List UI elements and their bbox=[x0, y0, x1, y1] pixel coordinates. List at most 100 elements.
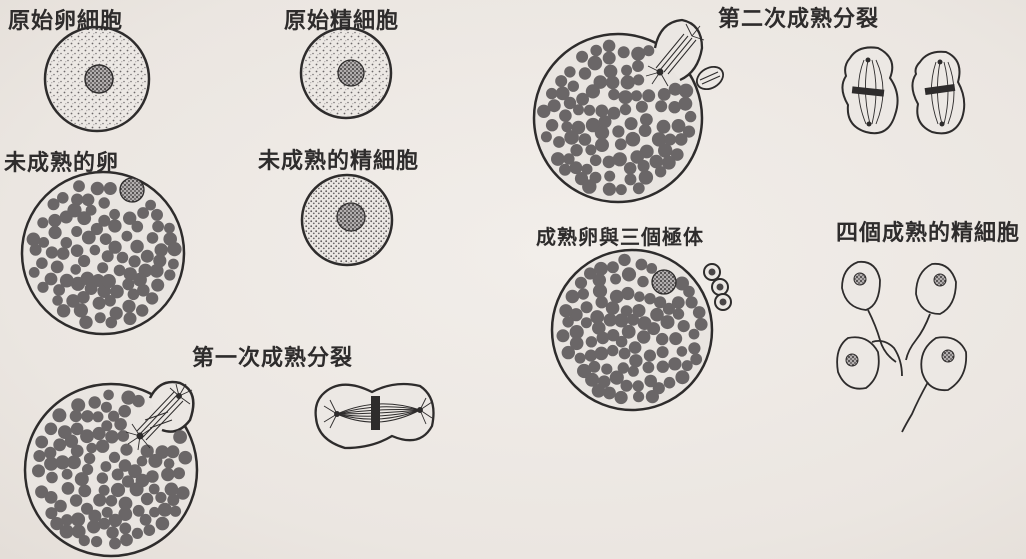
yolk-granule bbox=[559, 109, 572, 122]
yolk-granule bbox=[91, 223, 103, 235]
yolk-granule bbox=[564, 130, 579, 145]
yolk-granule bbox=[668, 357, 681, 370]
yolk-granule bbox=[45, 273, 58, 286]
yolk-granule bbox=[586, 336, 597, 347]
yolk-granule bbox=[102, 250, 114, 262]
secondary-spermatocyte-left bbox=[842, 47, 897, 133]
yolk-granule bbox=[650, 155, 664, 169]
yolk-granule bbox=[606, 76, 619, 89]
mature-egg bbox=[552, 250, 731, 410]
yolk-granule bbox=[167, 242, 181, 256]
yolk-granule bbox=[104, 182, 117, 195]
yolk-granule bbox=[578, 288, 589, 299]
immature-egg-cell bbox=[22, 172, 184, 334]
yolk-granule bbox=[546, 119, 558, 131]
yolk-granule bbox=[90, 245, 101, 256]
yolk-granule bbox=[615, 138, 627, 150]
yolk-granule bbox=[655, 100, 667, 112]
label-primary-oocyte: 原始卵細胞 bbox=[8, 10, 123, 32]
yolk-granule bbox=[93, 411, 104, 422]
yolk-granule bbox=[122, 300, 135, 313]
yolk-granule bbox=[661, 315, 675, 329]
yolk-granule bbox=[109, 209, 120, 220]
yolk-granule bbox=[596, 296, 608, 308]
yolk-granule bbox=[109, 514, 122, 527]
yolk-granule bbox=[662, 156, 676, 170]
yolk-granule bbox=[621, 75, 635, 89]
yolk-granule bbox=[675, 370, 689, 384]
yolk-granule bbox=[33, 450, 45, 462]
yolk-granule bbox=[613, 152, 627, 166]
yolk-granule bbox=[91, 536, 102, 547]
yolk-granule bbox=[106, 495, 118, 507]
yolk-granule bbox=[677, 346, 688, 357]
yolk-granule bbox=[581, 301, 593, 313]
yolk-granule bbox=[55, 455, 69, 469]
label-four-mature-sperm: 四個成熟的精細胞 bbox=[836, 222, 1020, 244]
yolk-granule bbox=[164, 223, 175, 234]
sperm-3 bbox=[837, 337, 902, 388]
yolk-granule bbox=[81, 410, 93, 422]
primary-spermatocyte-cell bbox=[301, 28, 391, 118]
yolk-granule bbox=[654, 296, 666, 308]
yolk-granule bbox=[672, 296, 685, 309]
yolk-granule bbox=[95, 312, 106, 323]
yolk-granule bbox=[117, 252, 129, 264]
yolk-granule bbox=[675, 277, 689, 291]
yolk-granule bbox=[581, 317, 592, 328]
yolk-granule bbox=[151, 279, 164, 292]
yolk-granule bbox=[70, 410, 82, 422]
yolk-granule bbox=[631, 47, 645, 61]
yolk-granule bbox=[607, 345, 618, 356]
label-immature-egg: 未成熟的卵 bbox=[4, 152, 119, 174]
yolk-granule bbox=[657, 361, 669, 373]
chromosome-plate bbox=[371, 396, 380, 430]
yolk-granule bbox=[678, 320, 690, 332]
yolk-granule bbox=[589, 361, 601, 373]
yolk-granule bbox=[657, 120, 671, 134]
yolk-granule bbox=[636, 259, 648, 271]
nucleus bbox=[652, 270, 676, 294]
yolk-granule bbox=[53, 284, 65, 296]
yolk-granule bbox=[62, 469, 73, 480]
yolk-granule bbox=[46, 472, 58, 484]
yolk-granule bbox=[632, 60, 644, 72]
yolk-granule bbox=[99, 485, 110, 496]
yolk-granule bbox=[114, 265, 126, 277]
yolk-granule bbox=[124, 312, 137, 325]
yolk-granule bbox=[633, 391, 644, 402]
yolk-granule bbox=[633, 74, 644, 85]
yolk-granule bbox=[48, 214, 61, 227]
yolk-granule bbox=[132, 528, 143, 539]
yolk-granule bbox=[132, 221, 144, 233]
yolk-granule bbox=[168, 259, 179, 270]
yolk-granule bbox=[176, 486, 189, 499]
yolk-granule bbox=[78, 255, 90, 267]
yolk-granule bbox=[161, 468, 174, 481]
yolk-granule bbox=[588, 56, 603, 71]
yolk-granule bbox=[629, 354, 642, 367]
yolk-granule bbox=[71, 244, 84, 257]
yolk-granule bbox=[664, 377, 676, 389]
yolk-granule bbox=[105, 430, 118, 443]
yolk-granule bbox=[669, 332, 682, 345]
yolk-granule bbox=[555, 75, 567, 87]
yolk-granule bbox=[686, 296, 698, 308]
yolk-granule bbox=[625, 117, 638, 130]
yolk-granule bbox=[590, 45, 602, 57]
yolk-granule bbox=[590, 155, 602, 167]
yolk-granule bbox=[546, 88, 557, 99]
yolk-granule bbox=[656, 333, 668, 345]
yolk-granule bbox=[582, 179, 596, 193]
yolk-granule bbox=[640, 113, 653, 126]
yolk-granule bbox=[644, 350, 656, 362]
yolk-granule bbox=[595, 138, 609, 152]
yolk-granule bbox=[612, 125, 624, 137]
yolk-granule bbox=[559, 164, 571, 176]
yolk-granule bbox=[621, 65, 632, 76]
yolk-granule bbox=[618, 362, 629, 373]
yolk-granule bbox=[106, 526, 118, 538]
yolk-granule bbox=[146, 292, 158, 304]
yolk-granule bbox=[119, 459, 132, 472]
yolk-granule bbox=[122, 278, 134, 290]
